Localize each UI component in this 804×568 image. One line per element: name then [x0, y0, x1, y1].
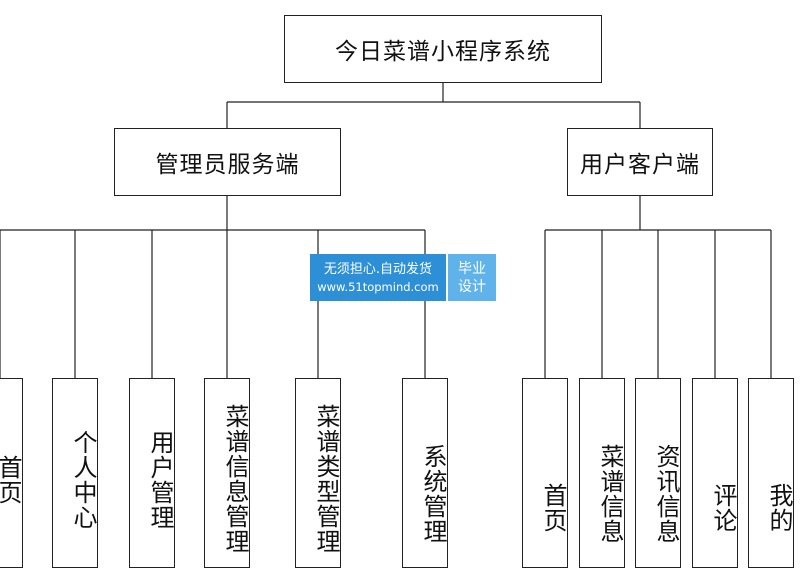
- admin-child-recipe-type-management-label: 菜谱类型管理: [312, 404, 340, 554]
- admin-child-recipe-type-management: 菜谱类型管理: [295, 378, 341, 568]
- client-child-mine-label: 我的: [765, 483, 793, 533]
- client-child-comments-label: 评论: [709, 483, 737, 533]
- watermark-badge-bottom: 设计: [458, 278, 486, 295]
- watermark-text-block: 无须担心.自动发货 www.51topmind.com: [310, 254, 446, 301]
- admin-child-system-management: 系统管理: [402, 378, 448, 568]
- client-child-recipe-info: 菜谱信息: [579, 378, 625, 568]
- client-child-home: 首页: [522, 378, 568, 568]
- client-child-mine: 我的: [748, 378, 794, 568]
- client-child-home-label: 首页: [539, 483, 567, 533]
- admin-child-user-management: 用户管理: [129, 378, 175, 568]
- admin-child-recipe-info-management-label: 菜谱信息管理: [221, 404, 249, 554]
- watermark: 无须担心.自动发货 www.51topmind.com 毕业 设计: [310, 254, 496, 301]
- admin-child-system-management-label: 系统管理: [419, 444, 447, 544]
- client-child-comments: 评论: [692, 378, 738, 568]
- admin-child-home-label: 首页: [0, 455, 22, 505]
- client-node: 用户客户端: [567, 128, 713, 196]
- client-child-news-info-label: 资讯信息: [652, 444, 680, 544]
- admin-child-personal-center: 个人中心: [52, 378, 98, 568]
- root-node-label: 今日菜谱小程序系统: [335, 39, 551, 65]
- watermark-badge-top: 毕业: [458, 260, 486, 277]
- admin-child-home: 首页: [0, 378, 23, 568]
- admin-node-label: 管理员服务端: [155, 152, 300, 178]
- admin-child-recipe-info-management: 菜谱信息管理: [204, 378, 250, 568]
- admin-child-user-management-label: 用户管理: [146, 430, 174, 530]
- client-child-recipe-info-label: 菜谱信息: [596, 444, 624, 544]
- admin-child-personal-center-label: 个人中心: [69, 430, 97, 530]
- client-node-label: 用户客户端: [580, 152, 700, 178]
- root-node: 今日菜谱小程序系统: [284, 15, 602, 83]
- watermark-line1: 无须担心.自动发货: [323, 261, 433, 277]
- admin-node: 管理员服务端: [114, 128, 341, 196]
- watermark-url: www.51topmind.com: [317, 279, 439, 294]
- watermark-badge: 毕业 设计: [448, 254, 496, 301]
- client-child-news-info: 资讯信息: [635, 378, 681, 568]
